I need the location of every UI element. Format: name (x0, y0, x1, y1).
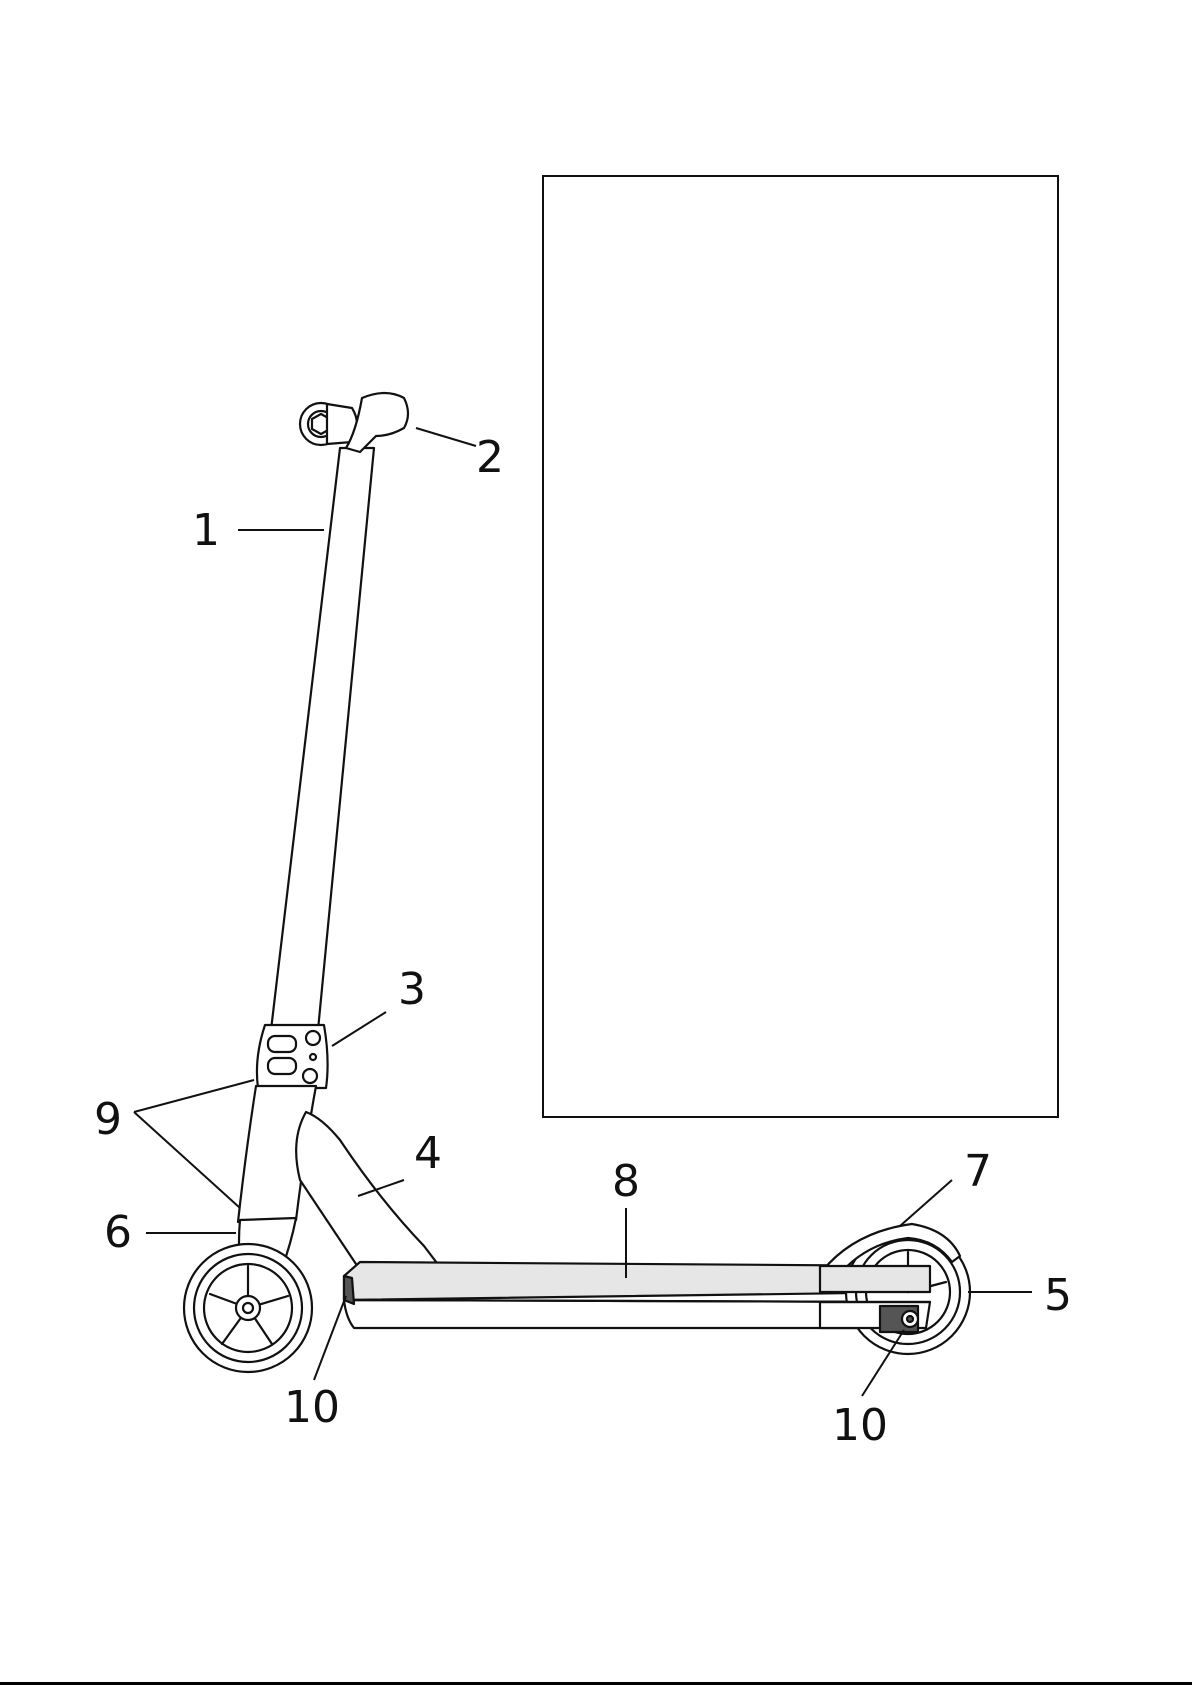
part-label-7: 7 (964, 1146, 992, 1197)
leader-line-9b (134, 1112, 240, 1208)
part-label-2: 2 (476, 432, 504, 483)
part-label-9: 9 (94, 1094, 122, 1145)
part-label-1: 1 (192, 505, 220, 556)
blank-frame (543, 176, 1058, 1117)
grips (300, 393, 408, 452)
part-label-8: 8 (612, 1156, 640, 1207)
front-wheel (184, 1244, 312, 1372)
leader-line-9a (134, 1080, 254, 1112)
leader-line-2 (416, 428, 476, 446)
part-label-3: 3 (398, 964, 426, 1015)
part-label-10-rear: 10 (832, 1400, 888, 1451)
handlebar-bar (271, 448, 374, 1030)
leader-line-7 (900, 1180, 952, 1226)
clamp (257, 1025, 328, 1088)
scooter-illustration (184, 393, 970, 1372)
leader-line-3 (332, 1012, 386, 1046)
part-label-6: 6 (104, 1207, 132, 1258)
part-label-4: 4 (414, 1128, 442, 1179)
part-label-5: 5 (1044, 1270, 1072, 1321)
part-label-10-front: 10 (284, 1382, 340, 1433)
leader-line-10a (314, 1296, 346, 1380)
